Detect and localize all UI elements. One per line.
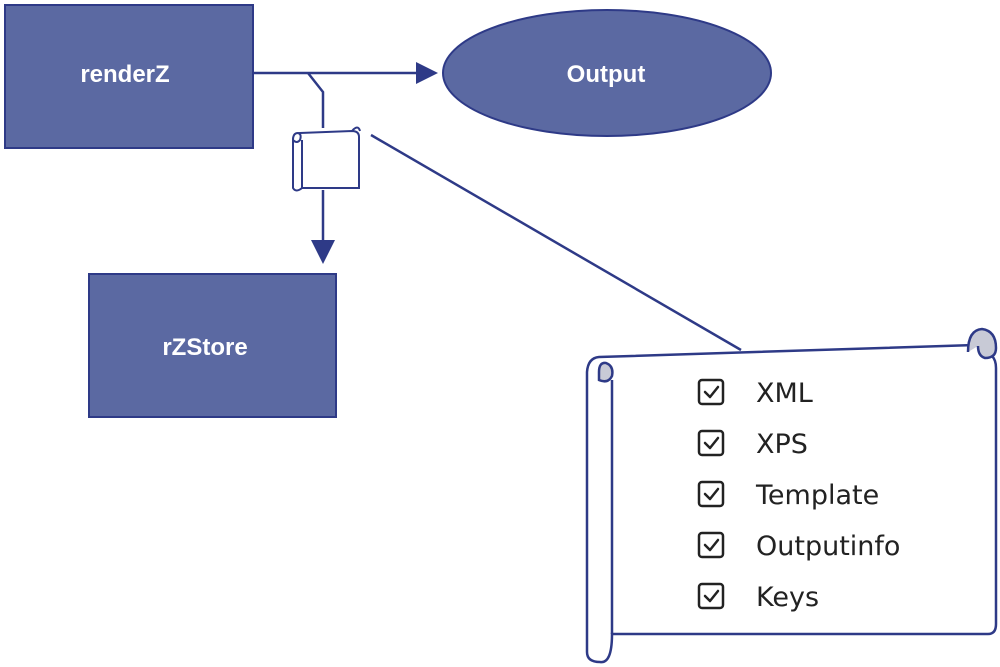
- document-scroll-icon: [292, 126, 361, 192]
- scroll-curl-right: [966, 327, 998, 360]
- checkmark-icon: [703, 436, 720, 450]
- node-renderz-label: renderZ: [80, 61, 169, 88]
- checklist-item: XML: [697, 378, 813, 409]
- node-rzstore-label: rZStore: [162, 334, 247, 361]
- checkmark-icon: [703, 589, 720, 603]
- checkbox-icon: [697, 429, 725, 457]
- checkbox-icon: [697, 582, 725, 610]
- checkmark-icon: [703, 538, 720, 552]
- node-renderz: renderZ: [4, 4, 254, 149]
- node-output-ellipse: [442, 9, 772, 137]
- arrowhead-rzstore: [311, 240, 335, 264]
- node-renderz-box: [4, 4, 254, 149]
- checklist-item-label: XPS: [756, 429, 808, 460]
- checklist-item-label: Template: [755, 480, 879, 511]
- checklist-item-label: Outputinfo: [756, 531, 900, 562]
- checkmark-icon: [703, 487, 720, 501]
- checkmark-icon: [703, 385, 720, 399]
- checklist-item: Keys: [697, 582, 819, 613]
- node-output: Output: [442, 9, 772, 137]
- checklist-item: XPS: [697, 429, 808, 460]
- node-rzstore: rZStore: [88, 273, 337, 418]
- callout-line: [370, 133, 742, 352]
- node-output-label: Output: [567, 61, 646, 88]
- checkbox-icon: [697, 480, 725, 508]
- arrowhead-output: [416, 62, 438, 84]
- checklist-item-label: XML: [756, 378, 813, 409]
- edge-renderz-branch: [307, 72, 325, 128]
- checkbox-icon: [697, 531, 725, 559]
- node-rzstore-box: [88, 273, 337, 418]
- connectors: [254, 71, 742, 352]
- checklist-item: Template: [697, 480, 879, 511]
- checkbox-icon: [697, 378, 725, 406]
- checklist-item: Outputinfo: [697, 531, 900, 562]
- scroll-curl-left: [597, 361, 614, 383]
- checklist-item-label: Keys: [756, 582, 819, 613]
